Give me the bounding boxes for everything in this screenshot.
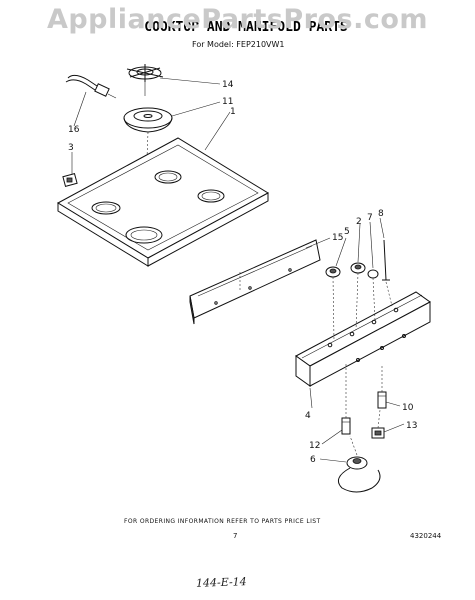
callout-14: 14: [222, 80, 234, 90]
callout-5: 5: [344, 227, 350, 237]
callout-15: 15: [332, 233, 343, 243]
callout-10: 10: [402, 403, 414, 413]
drip-bowl-part: [123, 107, 173, 236]
callout-16: 16: [68, 125, 80, 135]
callout-13: 13: [406, 421, 417, 431]
document-number: 4320244: [410, 532, 442, 540]
callout-12: 12: [309, 441, 320, 451]
bracket-part: [62, 173, 78, 187]
callout-1: 1: [230, 107, 236, 117]
leader-lines: [71, 77, 405, 463]
burner-grate-part: [126, 64, 164, 96]
hood-spud-part: [341, 364, 351, 435]
page-title: COOKTOP AND MANIFOLD PARTS: [144, 20, 348, 35]
valve-cap-part: [367, 269, 379, 321]
callout-8: 8: [378, 209, 384, 219]
burner-tube-part: [65, 74, 117, 99]
callout-11: 11: [222, 97, 233, 107]
orifice-part: [350, 262, 366, 331]
callout-6: 6: [310, 455, 316, 465]
model-line: For Model: FEP210VW1: [192, 40, 285, 49]
callout-4: 4: [305, 411, 311, 421]
handwritten-note: 144-E-14: [195, 575, 247, 590]
valve-knob-part: [325, 266, 341, 342]
watermark-logo: AppliancePartsPros.com: [46, 4, 429, 35]
ordering-note: FOR ORDERING INFORMATION REFER TO PARTS …: [124, 518, 321, 525]
manifold-bar-part: [295, 291, 431, 387]
callout-2: 2: [356, 217, 362, 227]
callout-3: 3: [68, 143, 74, 153]
page-number: 7: [233, 532, 238, 540]
pin-part: [382, 239, 393, 307]
backguard-panel-part: [189, 239, 321, 325]
regulator-part: [337, 435, 381, 493]
callout-labels: 14 11 1 16 3 15 5 2 7 8 4 10 12 13 6: [68, 80, 417, 465]
orifice-holder-part: [377, 364, 387, 409]
terminal-block-part: [371, 409, 385, 439]
callout-7: 7: [367, 213, 373, 223]
cooktop-panel-part: [56, 137, 270, 267]
